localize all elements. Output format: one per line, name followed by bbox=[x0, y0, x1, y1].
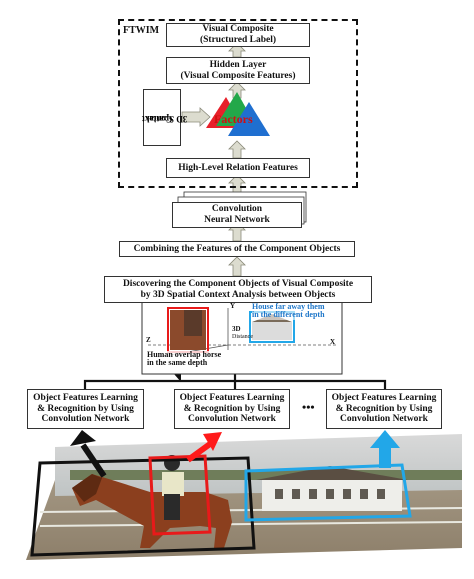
human-note-line1: Human overlap horse bbox=[147, 350, 222, 359]
tag-distance: Distance bbox=[232, 334, 253, 340]
red-bbox bbox=[148, 454, 212, 536]
axis-x: X bbox=[330, 338, 336, 346]
tag-3d: 3D bbox=[232, 325, 241, 333]
hidden-layer-box: Hidden Layer (Visual Composite Features) bbox=[166, 57, 310, 84]
house-note: House far away them in the different dep… bbox=[252, 302, 325, 320]
learner-left-line1: Object Features Learning bbox=[33, 392, 138, 403]
relation-label: High-Level Relation Features bbox=[178, 162, 298, 173]
combine-label: Combining the Features of the Component … bbox=[133, 243, 341, 254]
flow-arrow-discover-to-combine bbox=[228, 256, 246, 277]
combine-box: Combining the Features of the Component … bbox=[119, 241, 355, 257]
factor-triangle-blue bbox=[228, 102, 270, 136]
blue-bbox bbox=[244, 463, 412, 522]
ftwim-container bbox=[118, 19, 358, 188]
discover-line1: Discovering the Component Objects of Vis… bbox=[122, 278, 354, 289]
learner-center-line3: Convolution Network bbox=[188, 414, 276, 425]
spatial-context-box: 3D Spatial Context bbox=[142, 89, 187, 146]
learner-box-center: Object Features Learning & Recognition b… bbox=[174, 389, 290, 429]
horse-rider-photo bbox=[26, 434, 463, 560]
learner-box-left: Object Features Learning & Recognition b… bbox=[27, 389, 144, 429]
learner-box-right: Object Features Learning & Recognition b… bbox=[326, 389, 442, 429]
learner-center-line2: & Recognition by Using bbox=[183, 403, 281, 414]
learner-right-line3: Convolution Network bbox=[340, 414, 428, 425]
hidden-line2: (Visual Composite Features) bbox=[180, 70, 296, 81]
axis-y: Y bbox=[230, 302, 236, 310]
hidden-line1: Hidden Layer bbox=[209, 59, 267, 70]
blue-arrow bbox=[370, 430, 400, 468]
flow-arrow-factors-to-hidden bbox=[228, 81, 246, 99]
context-line2: Context bbox=[141, 113, 173, 124]
flow-arrow-hidden-to-output bbox=[228, 42, 246, 58]
ftwim-label: FTWIM bbox=[123, 25, 160, 36]
output-visual-composite-box: Visual Composite (Structured Label) bbox=[166, 23, 310, 47]
axis-z: Z bbox=[146, 336, 151, 344]
black-arrow bbox=[70, 430, 107, 478]
cnn-box: Convolution Neural Network bbox=[172, 202, 302, 228]
output-line2: (Structured Label) bbox=[199, 35, 277, 45]
relation-features-box: High-Level Relation Features bbox=[166, 158, 310, 178]
discover-box: Discovering the Component Objects of Vis… bbox=[104, 276, 372, 303]
flow-arrow-context-to-factors bbox=[181, 107, 211, 127]
human-note: Human overlap horse in the same depth bbox=[147, 350, 222, 368]
red-arrow bbox=[186, 432, 222, 463]
ellipsis: ••• bbox=[302, 400, 315, 414]
black-bbox bbox=[30, 456, 256, 557]
learner-right-line2: & Recognition by Using bbox=[335, 403, 433, 414]
cnn-line2: Neural Network bbox=[204, 215, 270, 225]
learner-right-line1: Object Features Learning bbox=[331, 392, 437, 403]
factors-label: Factors bbox=[214, 112, 253, 126]
output-line1: Visual Composite bbox=[202, 24, 274, 35]
cnn-line1: Convolution bbox=[211, 204, 263, 215]
house-note-line1: House far away them bbox=[252, 302, 325, 311]
discover-line2: by 3D Spatial Context Analysis between O… bbox=[140, 289, 336, 300]
human-note-line2: in the same depth bbox=[147, 358, 208, 368]
learner-left-line2: & Recognition by Using bbox=[37, 403, 134, 414]
learner-center-line1: Object Features Learning bbox=[179, 392, 285, 403]
learner-left-line3: Convolution Network bbox=[41, 414, 130, 425]
flow-arrow-relation-to-factors bbox=[228, 140, 246, 159]
house-note-line2: in the different depth bbox=[252, 310, 325, 320]
